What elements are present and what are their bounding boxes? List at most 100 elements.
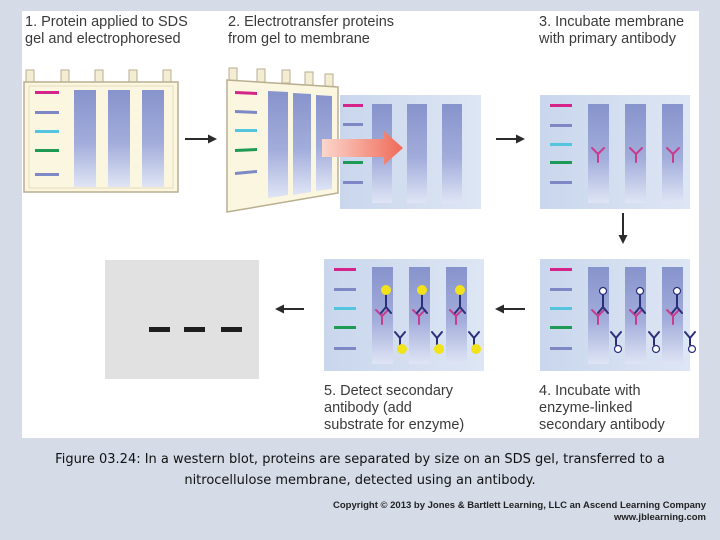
gel-lane	[293, 93, 311, 195]
secondary-antibody	[671, 293, 683, 314]
primary-antibody	[591, 309, 605, 325]
arrow-right	[185, 134, 217, 144]
detection-signal	[455, 285, 465, 295]
marker-band-magenta	[235, 91, 257, 95]
step5-membrane	[324, 259, 484, 371]
step4-label: 4. Incubate with enzyme-linked secondary…	[539, 383, 665, 433]
step2-gel	[226, 67, 339, 213]
detection-signal	[471, 344, 481, 354]
secondary-antibody	[454, 293, 466, 314]
arrow-down	[618, 213, 628, 244]
secondary-antibody	[597, 293, 609, 314]
step4-membrane	[540, 259, 697, 371]
marker-band-lavender	[35, 111, 59, 114]
marker-band-lavender	[334, 288, 356, 291]
gel-lane	[108, 90, 130, 187]
marker-band-magenta	[334, 268, 356, 271]
marker-band-lavender	[343, 123, 363, 126]
arrow-left	[495, 304, 525, 314]
arrow-left	[275, 304, 304, 314]
membrane-lane	[407, 104, 427, 203]
gel-lane	[74, 90, 96, 187]
gel-tab	[128, 69, 138, 84]
result-film	[105, 260, 259, 379]
marker-band-cyan	[35, 130, 59, 133]
marker-band-green	[343, 161, 363, 164]
enzyme-label	[672, 286, 682, 296]
copyright-notice: Copyright © 2013 by Jones & Bartlett Lea…	[333, 500, 706, 524]
marker-band-lavender	[550, 347, 572, 350]
primary-antibody	[629, 147, 643, 163]
gel-tab	[256, 68, 266, 83]
step3-label: 3. Incubate membrane with primary antibo…	[539, 14, 685, 47]
arrow-right	[496, 134, 525, 144]
marker-band-magenta	[550, 268, 572, 271]
gel-tab	[162, 69, 172, 84]
gel-tab	[94, 69, 104, 84]
marker-band-green	[35, 149, 59, 152]
marker-band-lavender	[35, 173, 59, 176]
membrane-lane	[442, 104, 462, 203]
primary-antibody	[666, 147, 680, 163]
marker-band-lavender	[343, 181, 363, 184]
step2-membrane	[340, 95, 481, 209]
enzyme-label	[598, 286, 608, 296]
primary-antibody	[449, 309, 463, 325]
copyright-url: www.jblearning.com	[613, 512, 706, 523]
figure-panel: 1. Protein applied to SDS gel and electr…	[22, 11, 699, 438]
marker-band-magenta	[550, 104, 572, 107]
step1-label: 1. Protein applied to SDS gel and electr…	[25, 14, 188, 47]
marker-band-cyan	[550, 307, 572, 310]
marker-band-cyan	[334, 307, 356, 310]
detection-signal	[434, 344, 444, 354]
detection-signal	[417, 285, 427, 295]
marker-band-green	[550, 326, 572, 329]
detection-signal	[397, 344, 407, 354]
marker-band-green	[334, 326, 356, 329]
marker-band-magenta	[35, 91, 59, 94]
enzyme-label	[651, 344, 661, 354]
gel-inner	[28, 85, 174, 189]
gel-tab	[228, 67, 238, 82]
secondary-antibody	[394, 331, 406, 346]
marker-band-lavender	[334, 347, 356, 350]
marker-band-cyan	[235, 129, 257, 132]
result-band	[149, 327, 170, 332]
marker-band-lavender	[235, 170, 257, 175]
marker-band-green	[550, 161, 572, 164]
secondary-antibody	[684, 331, 696, 346]
secondary-antibody	[380, 293, 392, 314]
primary-antibody	[375, 309, 389, 325]
film	[105, 260, 259, 379]
enzyme-label	[635, 286, 645, 296]
marker-band-lavender	[550, 124, 572, 127]
secondary-antibody	[416, 293, 428, 314]
step5-label: 5. Detect secondary antibody (add substr…	[324, 383, 465, 433]
secondary-antibody	[431, 331, 443, 346]
detection-signal	[381, 285, 391, 295]
figure-caption: Figure 03.24: In a western blot, protein…	[55, 452, 665, 488]
marker-band-magenta	[343, 104, 363, 107]
result-band	[184, 327, 205, 332]
marker-band-green	[235, 148, 257, 152]
secondary-antibody	[634, 293, 646, 314]
marker-band-lavender	[235, 110, 257, 114]
primary-antibody	[591, 147, 605, 163]
gel-lane	[142, 90, 164, 187]
result-band	[221, 327, 242, 332]
gel-tab	[60, 69, 70, 84]
gel-tab	[304, 71, 314, 86]
step3-membrane	[540, 95, 690, 209]
enzyme-label	[613, 344, 623, 354]
secondary-antibody	[610, 331, 622, 346]
copyright-line: Copyright © 2013 by Jones & Bartlett Lea…	[333, 500, 706, 511]
primary-antibody	[666, 309, 680, 325]
secondary-antibody	[648, 331, 660, 346]
gel-tab	[25, 69, 35, 84]
secondary-antibody	[468, 331, 480, 346]
step1-gel	[23, 69, 179, 193]
gel-lane	[268, 91, 288, 198]
marker-band-lavender	[550, 288, 572, 291]
transfer-arrow	[322, 131, 403, 165]
gel-tab	[281, 69, 291, 84]
